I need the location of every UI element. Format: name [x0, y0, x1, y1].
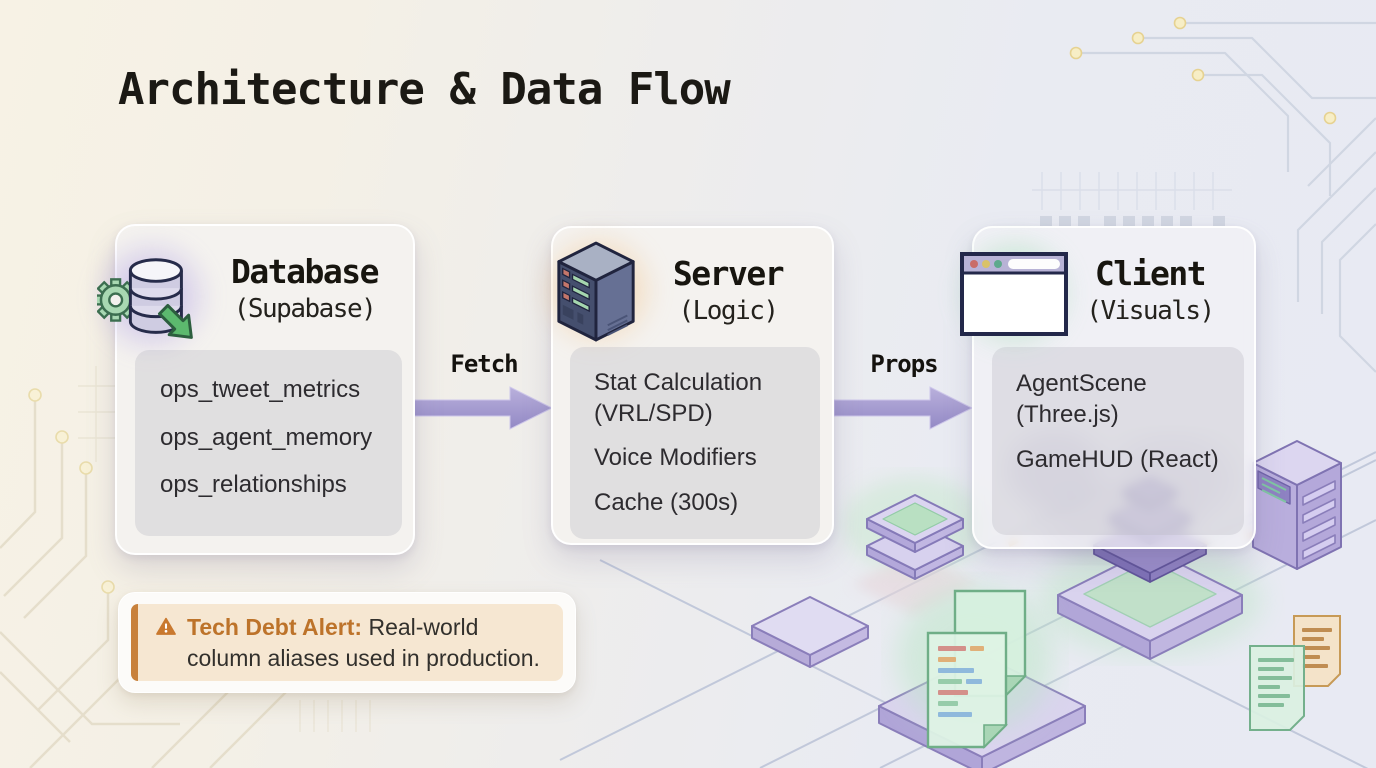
alert-text: Tech Debt Alert: Real-world column alias… [187, 612, 557, 674]
alert-title: Tech Debt Alert: [187, 614, 363, 640]
warning-triangle-icon [156, 617, 176, 635]
circuit-nodes-right [1069, 16, 1337, 125]
list-item: ops_tweet_metrics [160, 376, 361, 403]
list-item: Cache (300s) [594, 489, 739, 517]
alert-accent-bar [131, 604, 138, 681]
network-data-packets [945, 530, 1257, 705]
list-item: Stat Calculation (VRL/SPD) [594, 369, 763, 427]
props-arrow-label: Props [870, 350, 938, 378]
arrow-right-icon [414, 386, 554, 430]
server-logic-list: Stat Calculation (VRL/SPD) Voice Modifie… [570, 347, 820, 539]
list-item: GameHUD (React) [1016, 446, 1219, 474]
client-card: Client (Visuals) AgentScene (Three.js) G… [944, 226, 1256, 549]
database-card-title: Database [231, 252, 379, 291]
code-document-icons [926, 589, 1027, 749]
database-card-subtitle: (Supabase) [233, 293, 377, 324]
arrow-right-icon [834, 386, 974, 430]
list-item: ops_agent_memory [160, 423, 373, 451]
props-arrow: Props [834, 350, 974, 436]
page-title: Architecture & Data Flow [118, 64, 731, 115]
browser-window-icon [960, 252, 1068, 336]
fetch-arrow-label: Fetch [450, 350, 518, 378]
server-card: Server (Logic) Stat Calculation (VRL/SPD… [537, 224, 834, 545]
server-tower-icon [557, 241, 635, 342]
fetch-arrow: Fetch [414, 350, 554, 436]
server-rack-illustration [1252, 440, 1342, 570]
client-card-title: Client [1094, 254, 1207, 293]
circuit-nodes-left [28, 388, 115, 594]
client-card-subtitle: (Visuals) [1086, 295, 1215, 326]
list-item: AgentScene (Three.js) [1016, 370, 1147, 428]
list-item: ops_relationships [160, 471, 347, 499]
list-item: Voice Modifiers [594, 444, 757, 472]
database-table-list: ops_tweet_metrics ops_agent_memory ops_r… [135, 350, 402, 536]
server-card-subtitle: (Logic) [678, 295, 779, 326]
alert-message: Real-world column aliases used in produc… [187, 614, 540, 671]
circuit-pads-right [1040, 216, 1225, 226]
tech-debt-alert: Tech Debt Alert: Real-world column alias… [118, 592, 576, 693]
server-card-title: Server [672, 254, 785, 293]
database-card: Database (Supabase) ops_tweet_metrics op… [87, 224, 415, 555]
file-icons-right [1249, 615, 1341, 731]
stacked-chips-illustration [852, 494, 978, 616]
flat-tile-illustration [751, 596, 869, 668]
client-components-list: AgentScene (Three.js) GameHUD (React) [992, 347, 1244, 535]
base-platform-illustration [878, 654, 1086, 768]
database-gear-icon [97, 258, 193, 339]
alert-panel: Tech Debt Alert: Real-world column alias… [131, 604, 563, 681]
